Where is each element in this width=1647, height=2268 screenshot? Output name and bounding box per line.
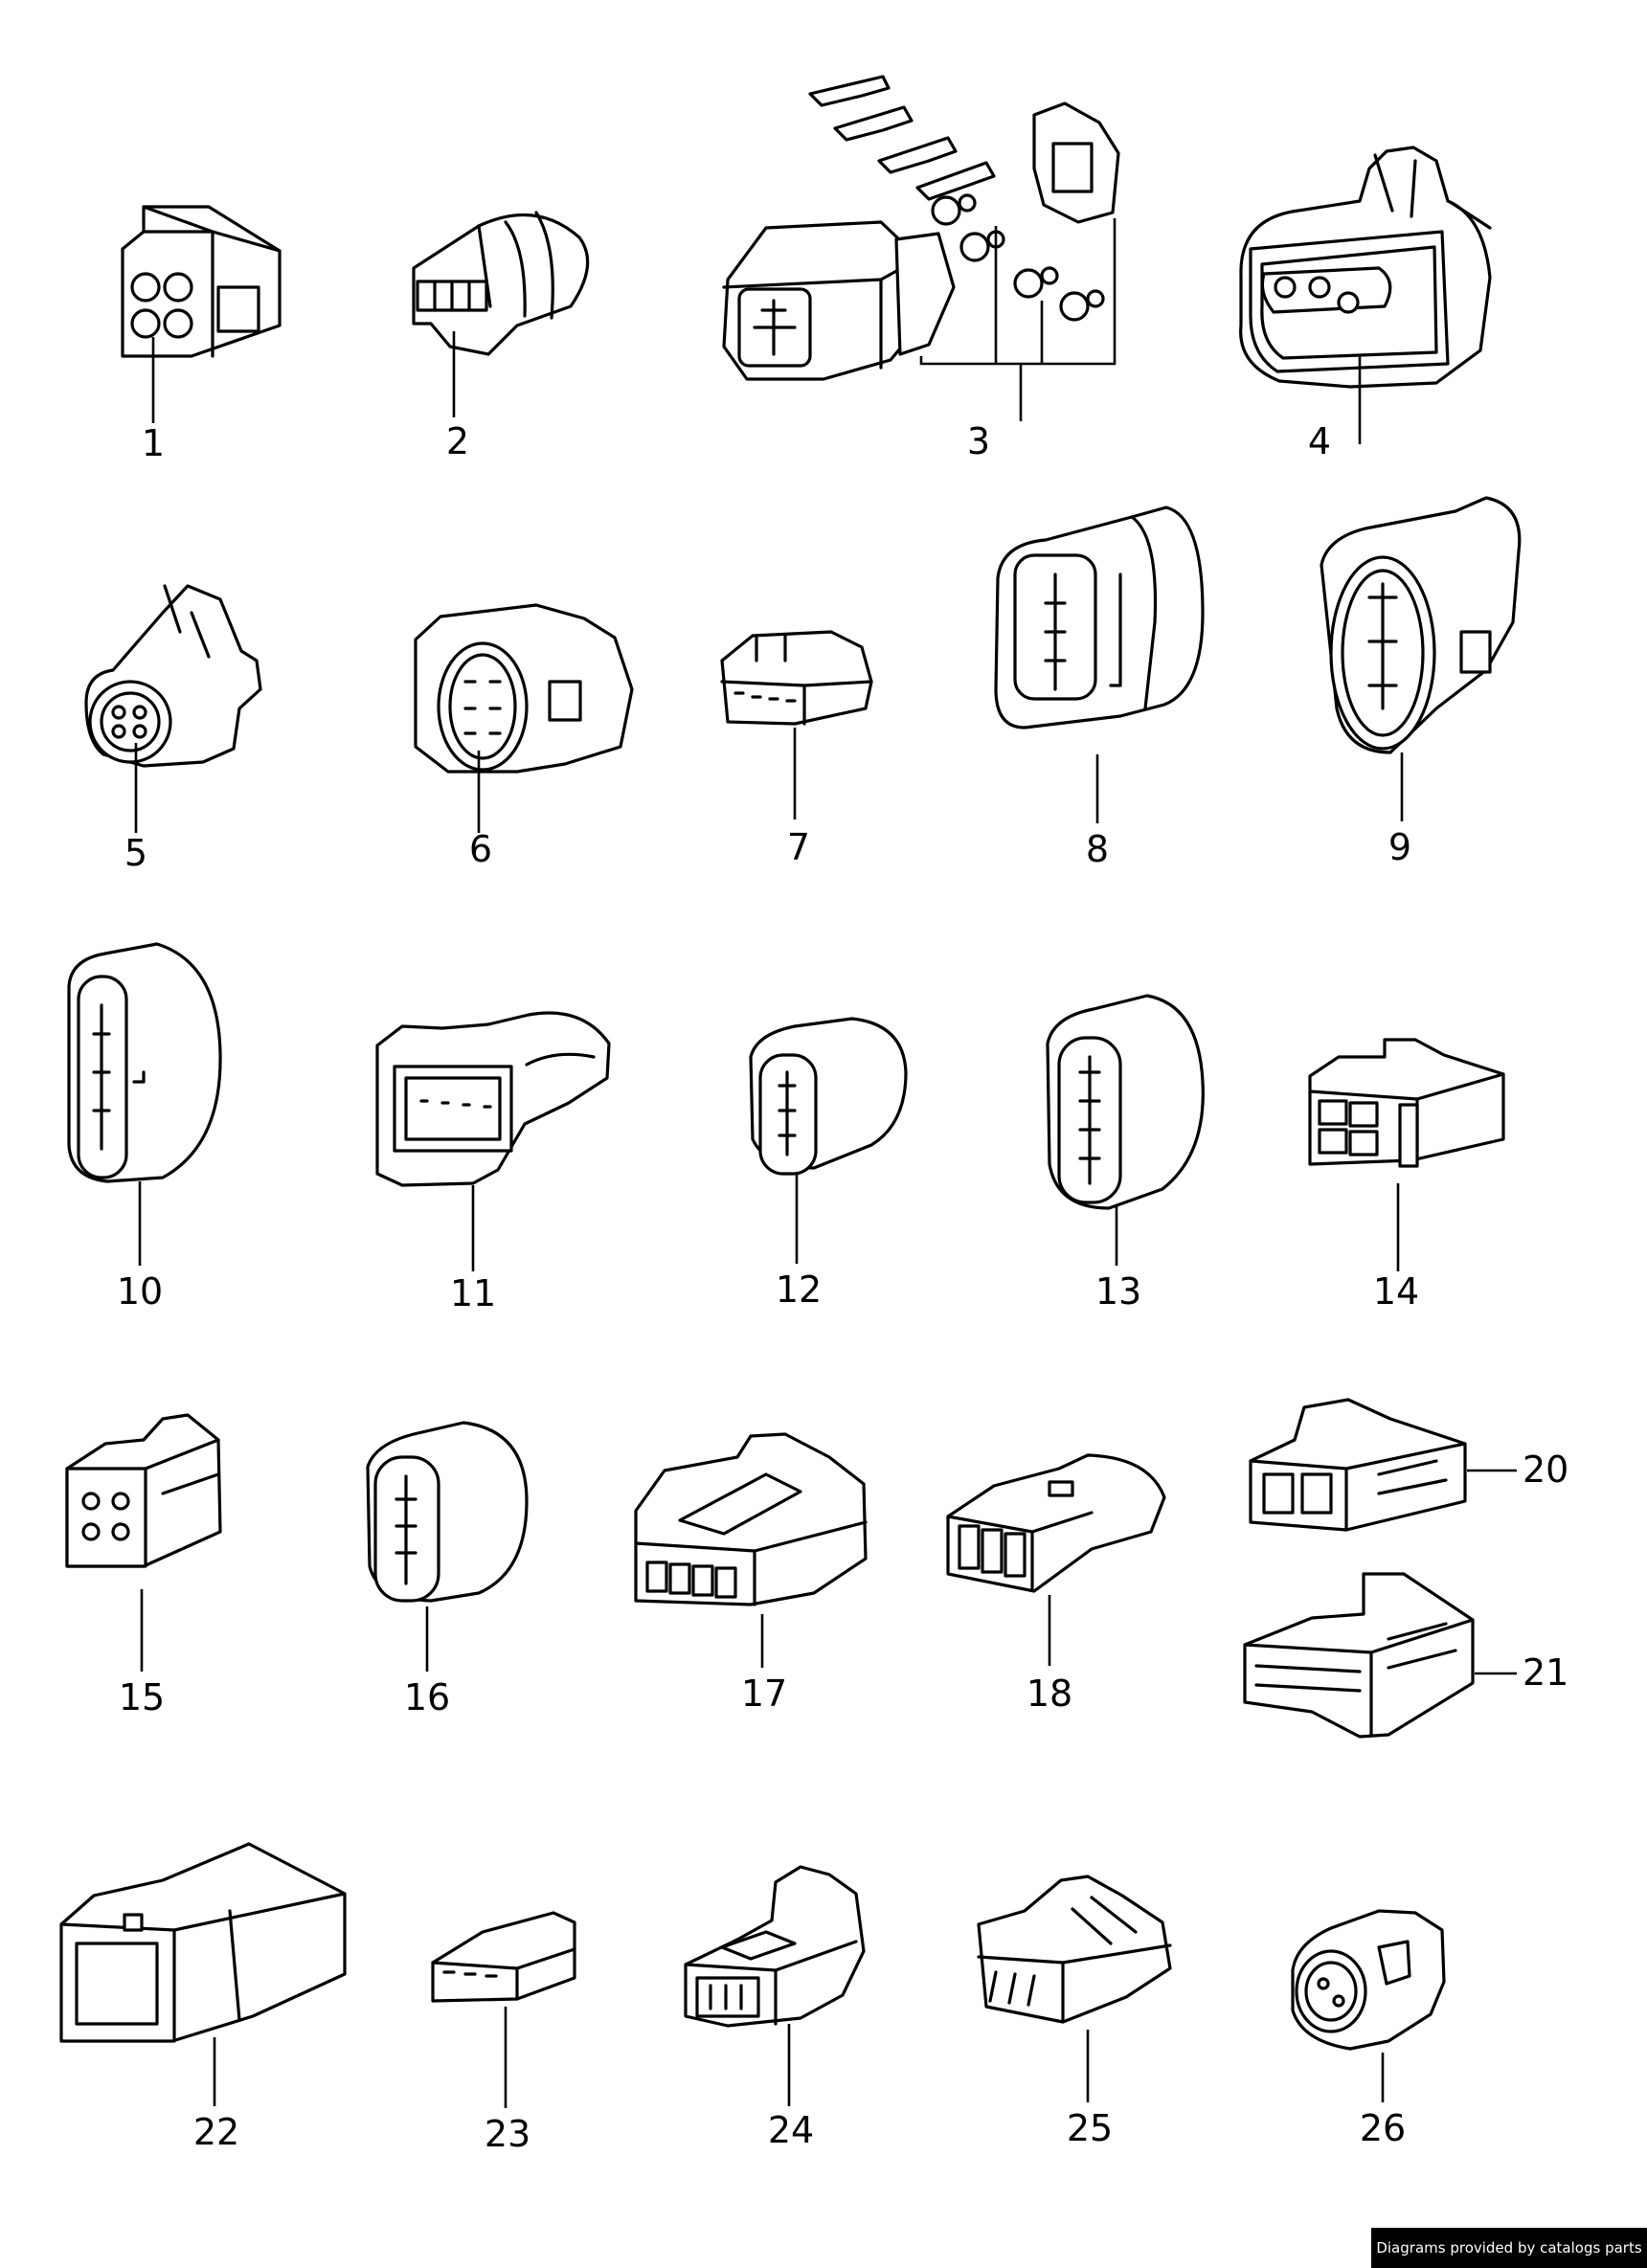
part-label-6: 6 — [469, 828, 492, 870]
connector-part-23[interactable] — [431, 1911, 576, 2003]
part-label-21: 21 — [1523, 1651, 1568, 1694]
part-label-7: 7 — [787, 826, 810, 868]
connector-part-9[interactable] — [1320, 496, 1522, 754]
connector-part-8[interactable] — [994, 505, 1205, 730]
connector-part-1[interactable] — [121, 205, 282, 358]
part-label-8: 8 — [1086, 828, 1109, 870]
part-label-10: 10 — [117, 1270, 163, 1313]
part-label-14: 14 — [1373, 1270, 1419, 1313]
connector-part-18[interactable] — [946, 1453, 1166, 1593]
part-label-15: 15 — [119, 1676, 165, 1718]
part-label-3: 3 — [967, 420, 990, 462]
connector-part-14[interactable] — [1308, 1038, 1505, 1168]
connector-part-12[interactable] — [749, 1017, 908, 1176]
part-label-17: 17 — [741, 1673, 787, 1715]
connector-part-7[interactable] — [720, 630, 873, 726]
connector-part-17[interactable] — [634, 1432, 868, 1606]
connector-part-26[interactable] — [1291, 1909, 1446, 2051]
connector-part-22[interactable] — [59, 1842, 347, 2043]
part-label-26: 26 — [1360, 2107, 1406, 2149]
part-label-16: 16 — [404, 1676, 450, 1718]
part-label-1: 1 — [142, 422, 165, 464]
connector-part-21[interactable] — [1243, 1572, 1475, 1739]
connector-part-3[interactable] — [722, 75, 1120, 381]
part-label-9: 9 — [1388, 826, 1411, 868]
connector-part-4[interactable] — [1239, 146, 1492, 389]
part-label-24: 24 — [768, 2109, 814, 2151]
connector-part-2[interactable] — [412, 211, 590, 356]
part-label-23: 23 — [485, 2113, 530, 2155]
part-label-18: 18 — [1027, 1673, 1072, 1715]
part-label-20: 20 — [1523, 1448, 1568, 1491]
connector-part-10[interactable] — [67, 942, 222, 1183]
part-label-11: 11 — [450, 1272, 496, 1314]
connector-part-15[interactable] — [65, 1413, 222, 1568]
part-label-5: 5 — [124, 832, 147, 874]
part-label-13: 13 — [1095, 1270, 1141, 1313]
connector-part-11[interactable] — [375, 1011, 611, 1187]
part-label-22: 22 — [193, 2111, 239, 2153]
connector-part-13[interactable] — [1046, 994, 1205, 1210]
connector-part-20[interactable] — [1249, 1398, 1467, 1532]
connector-part-25[interactable] — [977, 1875, 1172, 2024]
connector-part-5[interactable] — [84, 584, 262, 768]
diagram-credit: Diagrams provided by catalogs parts — [1371, 2228, 1647, 2268]
part-label-12: 12 — [776, 1269, 822, 1311]
connector-part-6[interactable] — [414, 603, 634, 774]
part-label-2: 2 — [446, 420, 469, 462]
part-label-25: 25 — [1067, 2107, 1113, 2149]
connector-part-16[interactable] — [366, 1421, 529, 1603]
connector-part-24[interactable] — [684, 1865, 866, 2028]
part-label-4: 4 — [1308, 420, 1331, 462]
